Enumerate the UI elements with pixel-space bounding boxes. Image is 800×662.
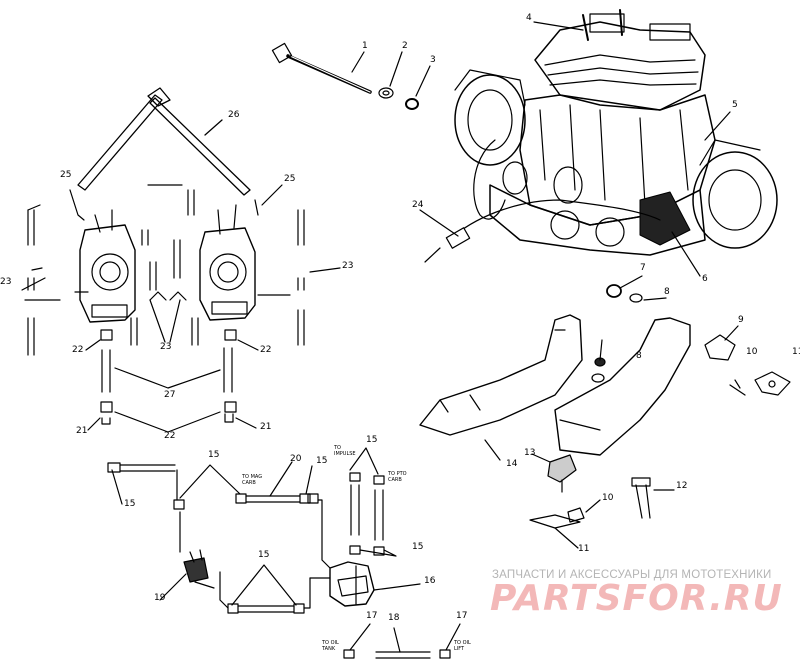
hose-label-impulse: IMPULSE xyxy=(334,451,356,457)
callout-c15b: 15 xyxy=(124,499,135,509)
callout-c15d: 15 xyxy=(366,435,377,445)
callout-c18: 18 xyxy=(388,613,400,623)
callout-c19: 19 xyxy=(154,593,166,603)
callout-c10b: 10 xyxy=(602,493,614,503)
callout-c15a: 15 xyxy=(208,450,219,460)
callout-c11b: 11 xyxy=(578,544,589,554)
callout-c8a: 8 xyxy=(664,287,670,297)
callout-c5: 5 xyxy=(732,100,738,110)
callout-c23b: 23 xyxy=(342,261,353,271)
hose-label-pto: TO PTO xyxy=(387,471,407,477)
callout-c2: 2 xyxy=(402,41,408,51)
callout-c15f: 15 xyxy=(258,550,269,560)
carb-support-bar xyxy=(77,87,251,196)
callout-c21b: 21 xyxy=(260,422,271,432)
hose-label-oiltank: TO OIL xyxy=(321,640,339,646)
callout-c23a: 23 xyxy=(0,277,11,287)
callout-c16: 16 xyxy=(424,576,436,586)
fuel-pump-system xyxy=(107,447,461,659)
hose-label-mag: TO MAG xyxy=(241,474,262,480)
callout-c13: 13 xyxy=(524,448,535,458)
callout-c7: 7 xyxy=(640,263,646,273)
carburetors xyxy=(21,184,341,356)
callout-c17b: 17 xyxy=(456,611,467,621)
callout-c9: 9 xyxy=(738,315,744,325)
callout-c24: 24 xyxy=(412,200,424,210)
watermark-tagline: ЗАПЧАСТИ И АКСЕССУАРЫ ДЛЯ МОТОТЕХНИКИ xyxy=(492,569,772,581)
callout-c20: 20 xyxy=(290,454,302,464)
callout-c17a: 17 xyxy=(366,611,377,621)
hose-label-impulse: TO xyxy=(333,445,341,451)
watermark-logo: PARTSFOR.RU xyxy=(490,578,783,619)
callout-c4: 4 xyxy=(526,13,532,23)
callout-c22a: 22 xyxy=(72,345,83,355)
callout-c26: 26 xyxy=(228,110,240,120)
callout-c14: 14 xyxy=(506,459,518,469)
callout-c27: 27 xyxy=(164,390,175,400)
bolt-and-washers xyxy=(271,42,431,110)
callout-c15c: 15 xyxy=(316,456,327,466)
callout-c22c: 22 xyxy=(164,431,175,441)
callout-c25a: 25 xyxy=(60,170,71,180)
callout-c1: 1 xyxy=(362,41,368,51)
engine-assembly xyxy=(419,9,778,277)
engine-mounts xyxy=(419,275,791,549)
callout-c11a: 11 xyxy=(792,347,800,357)
callout-c12: 12 xyxy=(676,481,687,491)
hose-label-mag: CARB xyxy=(242,480,256,486)
callout-c8b: 8 xyxy=(636,351,642,361)
hose-label-oillift: TO OIL xyxy=(453,640,471,646)
callout-c21a: 21 xyxy=(76,426,87,436)
callout-c3: 3 xyxy=(430,55,436,65)
callout-c22b: 22 xyxy=(260,345,271,355)
callout-c23c: 23 xyxy=(160,342,171,352)
hose-label-oiltank: TANK xyxy=(321,646,336,652)
hose-label-oillift: LIFT xyxy=(454,646,465,652)
callout-c25b: 25 xyxy=(284,174,295,184)
hose-label-pto: CARB xyxy=(388,477,402,483)
callout-c10a: 10 xyxy=(746,347,758,357)
callout-c15e: 15 xyxy=(412,542,423,552)
callout-c6: 6 xyxy=(702,274,708,284)
callout-numbers: 1234567889101114131210112426252523232322… xyxy=(0,13,800,623)
carb-fuel-lines xyxy=(85,329,259,433)
